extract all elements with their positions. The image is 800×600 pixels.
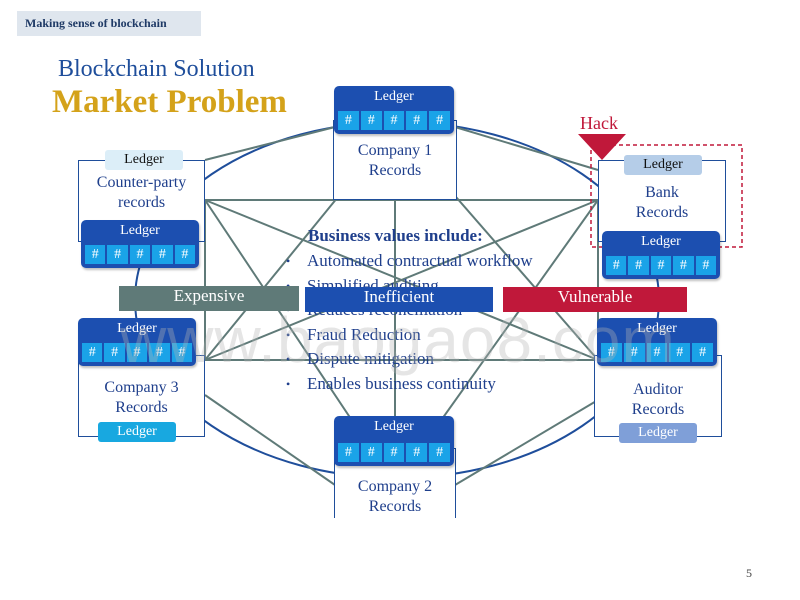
hash-cell: # (601, 343, 622, 362)
hash-cell: # (174, 245, 196, 264)
hash-cell: # (692, 343, 713, 362)
hash-cell: # (695, 256, 717, 275)
hack-dashed-box (590, 144, 743, 248)
auditor-ledger-tab: Ledger (619, 423, 697, 443)
hash-cell: # (338, 443, 359, 462)
hash-row: # # # # # (338, 443, 450, 462)
list-item: • Fraud Reduction (286, 324, 586, 349)
section-tag: Making sense of blockchain (17, 11, 201, 36)
ledger-label: Ledger (374, 419, 414, 434)
hash-cell: # (126, 343, 148, 362)
list-item-text: Dispute mitigation (307, 349, 435, 368)
mesh-line (204, 126, 336, 161)
hash-row: # # # # # (606, 256, 717, 275)
hash-cell: # (360, 111, 382, 130)
hash-cell: # (650, 256, 672, 275)
hash-cell: # (383, 111, 405, 130)
hash-cell: # (82, 343, 103, 362)
mesh-line (454, 126, 599, 171)
hash-cell: # (406, 111, 428, 130)
hash-cell: # (338, 111, 359, 130)
hash-cell: # (149, 343, 170, 362)
company2-ledger: Ledger # # # # # (334, 416, 454, 466)
hash-cell: # (606, 256, 627, 275)
slide-subtitle: Blockchain Solution (58, 56, 255, 82)
hash-cell: # (152, 245, 173, 264)
company1-ledger: Ledger # # # # # (334, 86, 454, 134)
page-number: 5 (746, 566, 752, 580)
counterparty-ledger-tab: Ledger (105, 150, 183, 170)
slide-title: Market Problem (52, 84, 287, 120)
hash-cell: # (129, 245, 151, 264)
bullet-icon: • (286, 352, 291, 366)
bullet-icon: • (286, 254, 291, 268)
list-item: • Enables business continuity (286, 373, 586, 398)
bullet-icon: • (286, 376, 291, 391)
hash-row: # # # # # (85, 245, 196, 264)
hash-cell: # (360, 443, 382, 462)
hack-label: Hack (580, 113, 618, 133)
hash-cell: # (429, 443, 450, 462)
list-item: • Automated contractual workflow (286, 250, 586, 275)
ledger-label: Ledger (641, 234, 681, 249)
hack-arrow-icon (578, 134, 626, 160)
company1-label: Company 1 Records (357, 142, 433, 179)
hash-cell: # (646, 343, 668, 362)
hash-row: # # # # # (601, 343, 713, 362)
inefficient-bar: Inefficient (305, 287, 493, 312)
list-item-text: Enables business continuity (307, 373, 496, 393)
counterparty-ledger: Ledger # # # # # (81, 220, 199, 268)
mesh-line (454, 399, 599, 486)
hash-cell: # (628, 256, 649, 275)
hash-cell: # (406, 443, 428, 462)
list-item-text: Fraud Reduction (307, 324, 421, 344)
bullet-icon: • (286, 327, 291, 342)
company3-ledger-tab: Ledger (98, 422, 176, 442)
hash-cell: # (85, 245, 106, 264)
hash-cell: # (104, 343, 125, 362)
hash-cell: # (669, 343, 691, 362)
hash-row: # # # # # (338, 111, 450, 130)
bank-ledger: Ledger # # # # # (602, 231, 720, 279)
company3-ledger: Ledger # # # # # (78, 318, 196, 366)
list-item-text: Automated contractual workflow (307, 251, 533, 270)
expensive-bar: Expensive (119, 286, 299, 311)
bank-ledger-tab: Ledger (624, 155, 702, 175)
company3-label: Company 3 Records (104, 379, 179, 416)
hash-row: # # # # # (82, 343, 193, 362)
ledger-label: Ledger (117, 321, 157, 336)
bullet-icon: • (286, 275, 290, 297)
hash-cell: # (383, 443, 405, 462)
list-item: • Dispute mitigation (286, 348, 586, 373)
business-values-title: Business values include: (308, 226, 483, 245)
business-values-list: •Automated contractual workflow •Simplif… (286, 250, 586, 397)
mesh-line (204, 199, 599, 361)
ledger-label: Ledger (120, 223, 160, 238)
mesh-line (204, 394, 336, 486)
auditor-ledger: Ledger # # # # # (597, 318, 717, 366)
vulnerable-bar: Vulnerable (503, 287, 687, 312)
hash-cell: # (623, 343, 645, 362)
hash-cell: # (107, 245, 128, 264)
ledger-label: Ledger (637, 321, 677, 336)
company2-label: Company 2 Records (357, 478, 433, 515)
bank-label: Bank Records (635, 184, 689, 221)
hash-cell: # (429, 111, 450, 130)
counterparty-label: Counter-party records (96, 174, 187, 211)
ledger-label: Ledger (374, 89, 414, 104)
auditor-label: Auditor Records (631, 381, 685, 418)
hash-cell: # (171, 343, 193, 362)
hash-cell: # (673, 256, 694, 275)
